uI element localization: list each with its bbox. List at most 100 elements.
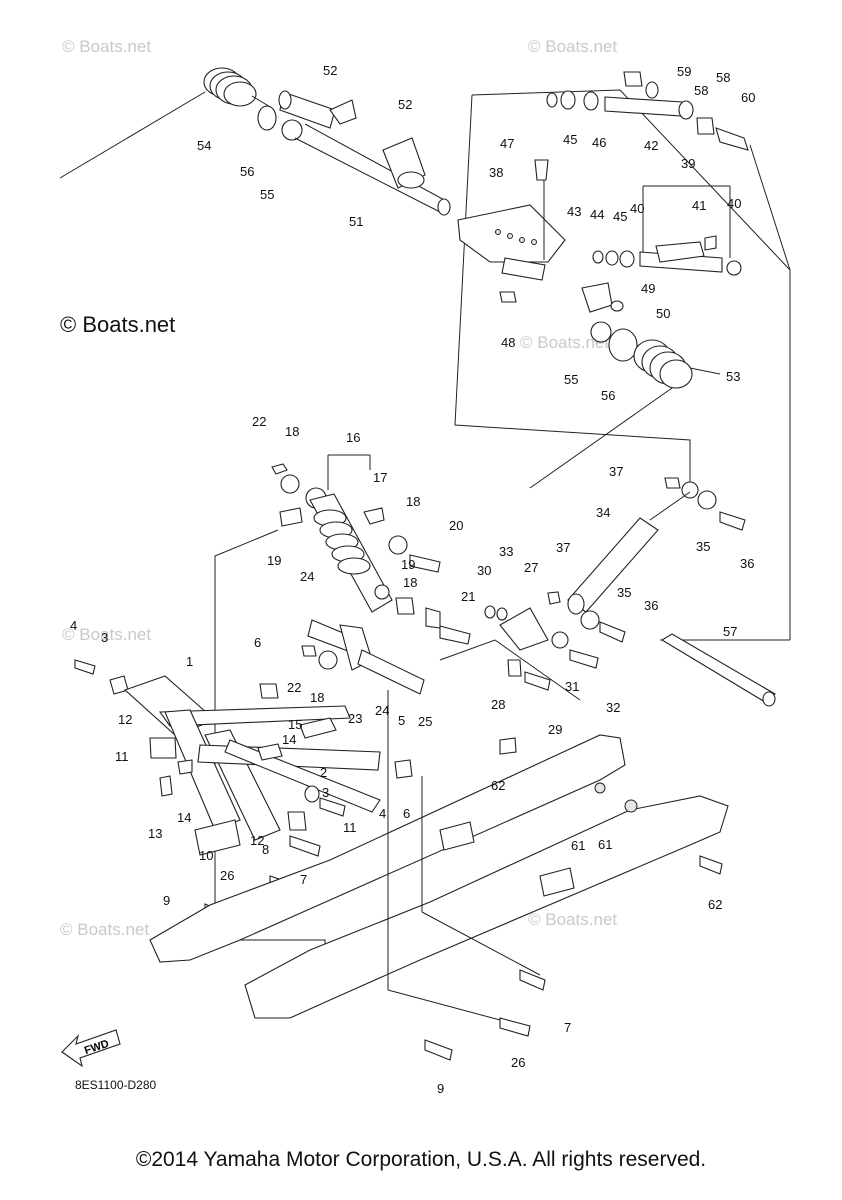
link-assembly bbox=[639, 185, 742, 276]
part-callout-11[interactable]: 11 bbox=[115, 749, 129, 764]
part-callout-3[interactable]: 3 bbox=[322, 785, 329, 800]
part-callout-36[interactable]: 36 bbox=[644, 598, 658, 613]
part-callout-26[interactable]: 26 bbox=[511, 1055, 525, 1070]
part-callout-1[interactable]: 1 bbox=[186, 654, 193, 669]
part-callout-38[interactable]: 38 bbox=[489, 165, 503, 180]
part-callout-55[interactable]: 55 bbox=[564, 372, 578, 387]
part-callout-57[interactable]: 57 bbox=[723, 624, 737, 639]
part-callout-18[interactable]: 18 bbox=[310, 690, 324, 705]
part-callout-17[interactable]: 17 bbox=[373, 470, 387, 485]
front-shock-absorber bbox=[305, 454, 393, 613]
part-callout-7[interactable]: 7 bbox=[564, 1020, 571, 1035]
part-callout-59[interactable]: 59 bbox=[677, 64, 691, 79]
part-callout-44[interactable]: 44 bbox=[590, 207, 604, 222]
part-callout-58[interactable]: 58 bbox=[694, 83, 708, 98]
part-callout-9[interactable]: 9 bbox=[437, 1081, 444, 1096]
part-callout-40[interactable]: 40 bbox=[630, 201, 644, 216]
part-callout-52[interactable]: 52 bbox=[323, 63, 337, 78]
part-callout-31[interactable]: 31 bbox=[565, 679, 579, 694]
part-callout-49[interactable]: 49 bbox=[641, 281, 655, 296]
part-callout-60[interactable]: 60 bbox=[741, 90, 755, 105]
part-callout-33[interactable]: 33 bbox=[499, 544, 513, 559]
part-callout-10[interactable]: 10 bbox=[199, 848, 213, 863]
part-callout-46[interactable]: 46 bbox=[592, 135, 606, 150]
part-callout-15[interactable]: 15 bbox=[288, 717, 302, 732]
part-callout-45[interactable]: 45 bbox=[563, 132, 577, 147]
part-callout-50[interactable]: 50 bbox=[656, 306, 670, 321]
part-callout-6[interactable]: 6 bbox=[254, 635, 261, 650]
part-callout-4[interactable]: 4 bbox=[70, 618, 77, 633]
part-callout-6[interactable]: 6 bbox=[403, 806, 410, 821]
part-callout-7[interactable]: 7 bbox=[300, 872, 307, 887]
part-callout-47[interactable]: 47 bbox=[500, 136, 514, 151]
part-callout-25[interactable]: 25 bbox=[418, 714, 432, 729]
part-callout-23[interactable]: 23 bbox=[348, 711, 362, 726]
part-callout-8[interactable]: 8 bbox=[262, 842, 269, 857]
part-callout-52[interactable]: 52 bbox=[398, 97, 412, 112]
part-callout-36[interactable]: 36 bbox=[740, 556, 754, 571]
part-callout-34[interactable]: 34 bbox=[596, 505, 610, 520]
part-callout-9[interactable]: 9 bbox=[163, 893, 170, 908]
part-callout-61[interactable]: 61 bbox=[598, 837, 612, 852]
part-callout-16[interactable]: 16 bbox=[346, 430, 360, 445]
part-callout-5[interactable]: 5 bbox=[398, 713, 405, 728]
washer bbox=[546, 92, 558, 108]
part-callout-53[interactable]: 53 bbox=[726, 369, 740, 384]
bolt bbox=[719, 511, 746, 531]
part-callout-22[interactable]: 22 bbox=[252, 414, 266, 429]
part-callout-14[interactable]: 14 bbox=[282, 732, 296, 747]
part-callout-13[interactable]: 13 bbox=[148, 826, 162, 841]
part-callout-35[interactable]: 35 bbox=[617, 585, 631, 600]
part-callout-58[interactable]: 58 bbox=[716, 70, 730, 85]
part-callout-41[interactable]: 41 bbox=[692, 198, 706, 213]
part-callout-14[interactable]: 14 bbox=[177, 810, 191, 825]
bolt bbox=[569, 649, 599, 669]
part-callout-32[interactable]: 32 bbox=[606, 700, 620, 715]
part-callout-43[interactable]: 43 bbox=[567, 204, 581, 219]
part-callout-62[interactable]: 62 bbox=[491, 778, 505, 793]
part-callout-3[interactable]: 3 bbox=[101, 630, 108, 645]
part-callout-48[interactable]: 48 bbox=[501, 335, 515, 350]
part-callout-54[interactable]: 54 bbox=[197, 138, 211, 153]
part-callout-21[interactable]: 21 bbox=[461, 589, 475, 604]
collar bbox=[388, 535, 408, 555]
part-callout-27[interactable]: 27 bbox=[524, 560, 538, 575]
part-callout-56[interactable]: 56 bbox=[240, 164, 254, 179]
part-callout-11[interactable]: 11 bbox=[343, 820, 357, 835]
part-callout-20[interactable]: 20 bbox=[449, 518, 463, 533]
part-callout-37[interactable]: 37 bbox=[556, 540, 570, 555]
part-callout-24[interactable]: 24 bbox=[300, 569, 314, 584]
part-callout-29[interactable]: 29 bbox=[548, 722, 562, 737]
part-callout-24[interactable]: 24 bbox=[375, 703, 389, 718]
part-callout-18[interactable]: 18 bbox=[403, 575, 417, 590]
part-callout-12[interactable]: 12 bbox=[250, 833, 264, 848]
part-callout-51[interactable]: 51 bbox=[349, 214, 363, 229]
part-callout-62[interactable]: 62 bbox=[708, 897, 722, 912]
drawing-code: 8ES1100-D280 bbox=[75, 1078, 157, 1092]
part-callout-18[interactable]: 18 bbox=[285, 424, 299, 439]
part-callout-39[interactable]: 39 bbox=[681, 156, 695, 171]
part-callout-26[interactable]: 26 bbox=[220, 868, 234, 883]
washer bbox=[619, 250, 635, 268]
part-callout-12[interactable]: 12 bbox=[118, 712, 132, 727]
part-callout-37[interactable]: 37 bbox=[609, 464, 623, 479]
part-callout-4[interactable]: 4 bbox=[379, 806, 386, 821]
part-callout-18[interactable]: 18 bbox=[406, 494, 420, 509]
part-callout-56[interactable]: 56 bbox=[601, 388, 615, 403]
part-callout-45[interactable]: 45 bbox=[613, 209, 627, 224]
bushing-upper bbox=[278, 90, 357, 129]
washer bbox=[608, 328, 638, 362]
part-callout-19[interactable]: 19 bbox=[401, 557, 415, 572]
part-callout-2[interactable]: 2 bbox=[320, 765, 327, 780]
part-callout-35[interactable]: 35 bbox=[696, 539, 710, 554]
part-callout-19[interactable]: 19 bbox=[267, 553, 281, 568]
part-callout-30[interactable]: 30 bbox=[477, 563, 491, 578]
part-callout-28[interactable]: 28 bbox=[491, 697, 505, 712]
part-callout-40[interactable]: 40 bbox=[727, 196, 741, 211]
part-callout-55[interactable]: 55 bbox=[260, 187, 274, 202]
part-callout-42[interactable]: 42 bbox=[644, 138, 658, 153]
part-callout-22[interactable]: 22 bbox=[287, 680, 301, 695]
torsion-spring-right bbox=[529, 339, 721, 489]
part-callout-61[interactable]: 61 bbox=[571, 838, 585, 853]
